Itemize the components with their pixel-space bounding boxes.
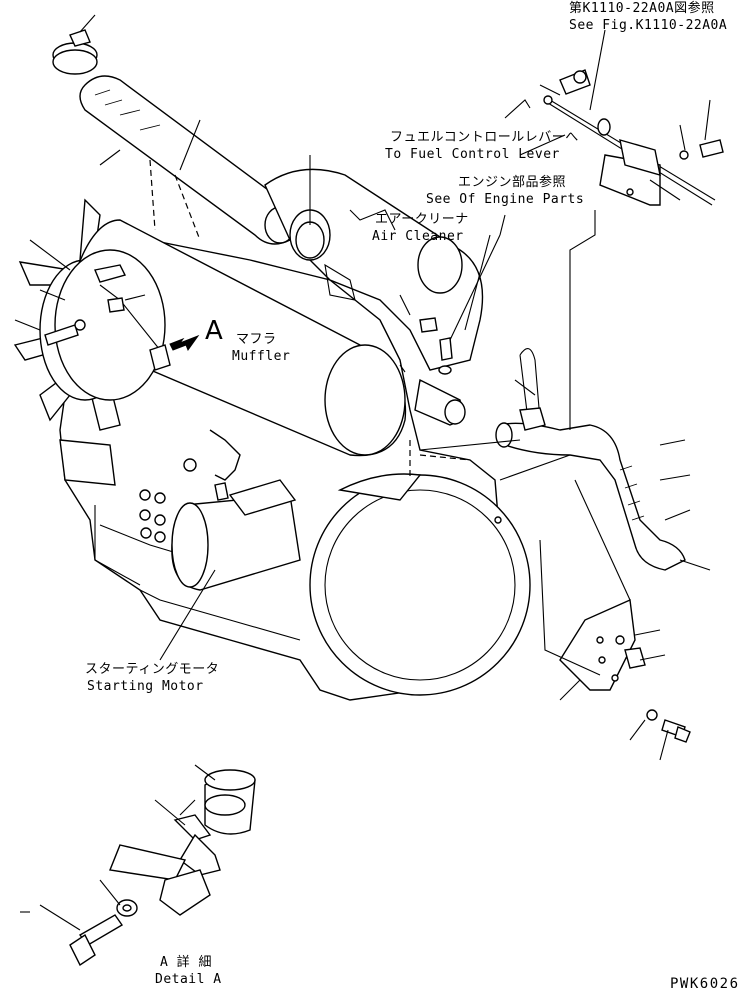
detail-a-label-en: Detail A [155, 972, 222, 987]
fuel-lever-label-jp: フュエルコントロールレバーへ [390, 130, 579, 145]
ref-figure-jp: 第K1110-22A0A図参照 [569, 1, 715, 16]
drawing-code: PWK6026 [670, 976, 740, 992]
starting-motor-label-jp: スターティングモータ [85, 662, 220, 677]
muffler-body [54, 219, 407, 457]
air-cleaner-label-jp: エアークリーナ [375, 212, 469, 227]
view-a-arrow [169, 334, 200, 352]
bracket-bolt-bottom-right [646, 709, 691, 743]
starting-motor [171, 479, 301, 591]
air-cleaner-label-en: Air Cleaner [372, 229, 464, 244]
pipe-clamp [52, 29, 98, 75]
engine-parts-label-en: See Of Engine Parts [426, 192, 585, 207]
muffler-label-jp: マフラ [236, 332, 277, 347]
muffler-bracket [559, 598, 646, 691]
exhaust-pipe [79, 75, 300, 245]
ref-figure-en: See Fig.K1110-22A0A [569, 18, 728, 33]
starting-motor-label-en: Starting Motor [87, 679, 204, 694]
view-a-marker: A [205, 316, 224, 346]
dashed-outline-lines [149, 159, 471, 480]
fuel-control-rod [543, 69, 724, 206]
tail-pipe [495, 348, 686, 571]
detail-a-label-jp: A 詳 細 [160, 955, 212, 970]
bracket-bolts-left [44, 264, 171, 371]
small-fittings [183, 317, 466, 501]
fuel-lever-label-en: To Fuel Control Lever [385, 147, 560, 162]
leader-lines [14, 29, 711, 761]
muffler-label-en: Muffler [232, 349, 291, 364]
flywheel-housing [309, 473, 531, 696]
engine-parts-label-jp: エンジン部品参照 [458, 175, 567, 190]
detail-a-drawing [20, 764, 256, 967]
